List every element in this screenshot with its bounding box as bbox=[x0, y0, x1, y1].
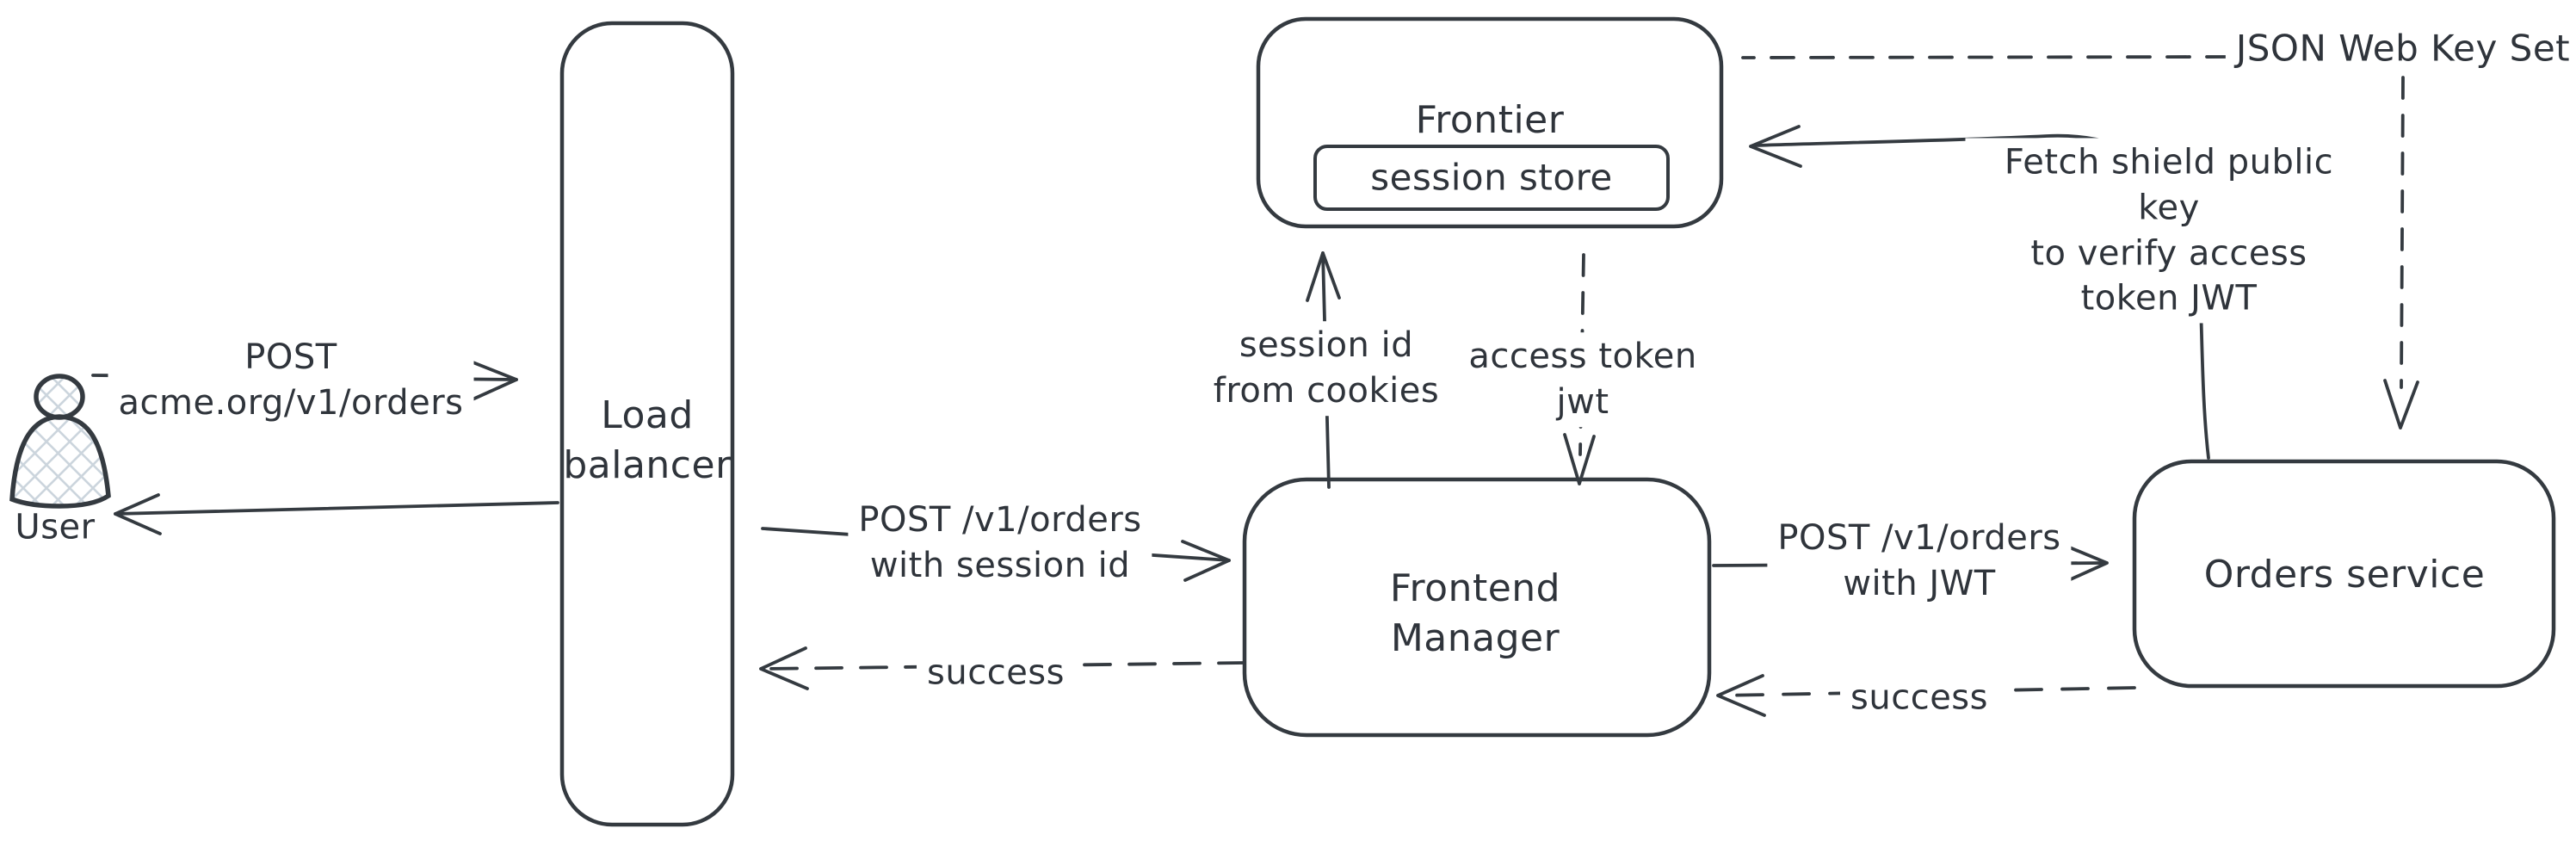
edge-label-post-acme: POST acme.org/v1/orders bbox=[108, 333, 474, 428]
user-figure[interactable] bbox=[9, 374, 111, 509]
session-store-label: session store bbox=[1370, 156, 1613, 199]
line-frontier-to-jwks[interactable] bbox=[1741, 55, 2231, 59]
edge-label-session-id-cookies: session id from cookies bbox=[1202, 321, 1450, 416]
json-web-key-set-label: JSON Web Key Set bbox=[2225, 22, 2576, 74]
frontend-manager-label: Frontend Manager bbox=[1389, 566, 1561, 660]
session-store-box[interactable] bbox=[1313, 145, 1670, 211]
edge-label-success-right: success bbox=[1840, 673, 1998, 723]
load-balancer-box[interactable] bbox=[559, 21, 735, 827]
arrow-jwks-to-orders[interactable] bbox=[2383, 76, 2419, 430]
frontier-label: Frontier bbox=[1415, 97, 1565, 142]
edge-label-access-token-jwt: access token jwt bbox=[1458, 332, 1708, 427]
orders-service-box[interactable] bbox=[2132, 459, 2556, 689]
edge-label-post-session-id: POST /v1/orders with session id bbox=[848, 496, 1152, 590]
orders-service-label: Orders service bbox=[2203, 552, 2486, 597]
edge-label-fetch-shield-key: Fetch shield public key to verify access… bbox=[1965, 138, 2373, 324]
load-balancer-label: Load balancer bbox=[563, 393, 732, 487]
arrow-lb-to-user[interactable] bbox=[114, 493, 559, 535]
user-head bbox=[34, 374, 85, 420]
user-label: User bbox=[15, 507, 96, 547]
frontend-manager-box[interactable] bbox=[1242, 477, 1712, 738]
user-body bbox=[9, 414, 111, 509]
edge-label-post-jwt: POST /v1/orders with JWT bbox=[1767, 514, 2072, 609]
edge-label-success-left: success bbox=[917, 648, 1075, 698]
